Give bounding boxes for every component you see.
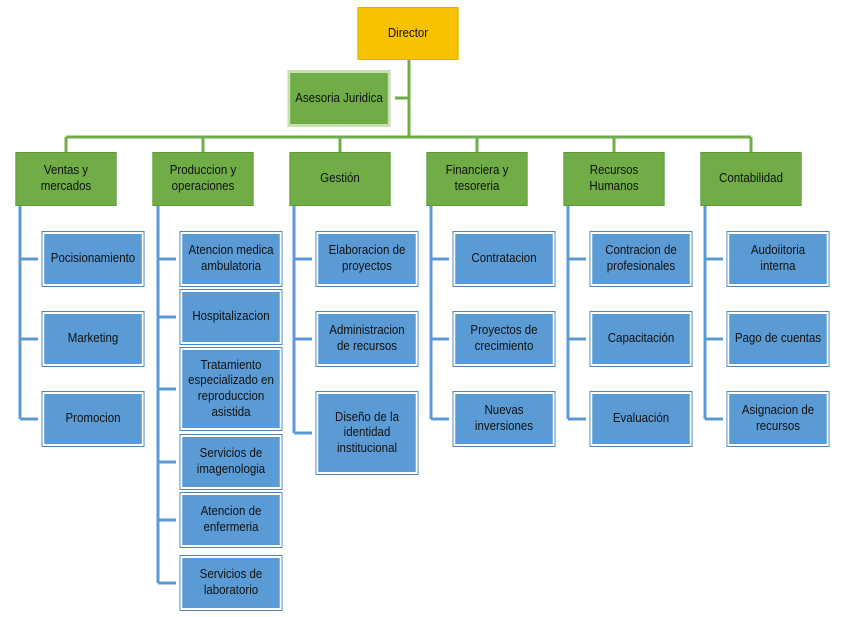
unit-produccion-2: Hospitalizacion [179, 289, 283, 345]
unit-recursos-humanos-2: Capacitación [589, 311, 693, 367]
unit-financiera-2: Proyectos de crecimiento [452, 311, 556, 367]
director-node: Director [357, 7, 459, 60]
department-gestion: Gestión [289, 152, 391, 206]
department-produccion: Produccion y operaciones [152, 152, 254, 206]
unit-gestion-2: Administracion de recursos [315, 311, 419, 367]
unit-financiera-3: Nuevas inversiones [452, 391, 556, 447]
department-financiera: Financiera y tesoreria [426, 152, 528, 206]
unit-contabilidad-1: Audoiitoria interna [726, 231, 830, 287]
unit-financiera-1: Contratacion [452, 231, 556, 287]
unit-produccion-6: Servicios de laboratorio [179, 555, 283, 611]
unit-ventas-1: Pocisionamiento [41, 231, 145, 287]
unit-ventas-2: Marketing [41, 311, 145, 367]
unit-gestion-3: Diseño de la identidad institucional [315, 391, 419, 475]
unit-recursos-humanos-1: Contracion de profesionales [589, 231, 693, 287]
unit-produccion-4: Servicios de imagenologia [179, 434, 283, 490]
unit-produccion-3: Tratamiento especializado en reproduccio… [179, 347, 283, 431]
unit-produccion-1: Atencion medica ambulatoria [179, 231, 283, 287]
unit-ventas-3: Promocion [41, 391, 145, 447]
department-recursos-humanos: Recursos Humanos [563, 152, 665, 206]
unit-contabilidad-2: Pago de cuentas [726, 311, 830, 367]
department-ventas: Ventas y mercados [15, 152, 117, 206]
unit-contabilidad-3: Asignacion de recursos [726, 391, 830, 447]
unit-gestion-1: Elaboracion de proyectos [315, 231, 419, 287]
unit-recursos-humanos-3: Evaluación [589, 391, 693, 447]
advisor-node: Asesoria Juridica [287, 70, 391, 127]
unit-produccion-5: Atencion de enfermeria [179, 492, 283, 548]
department-contabilidad: Contabilidad [700, 152, 802, 206]
